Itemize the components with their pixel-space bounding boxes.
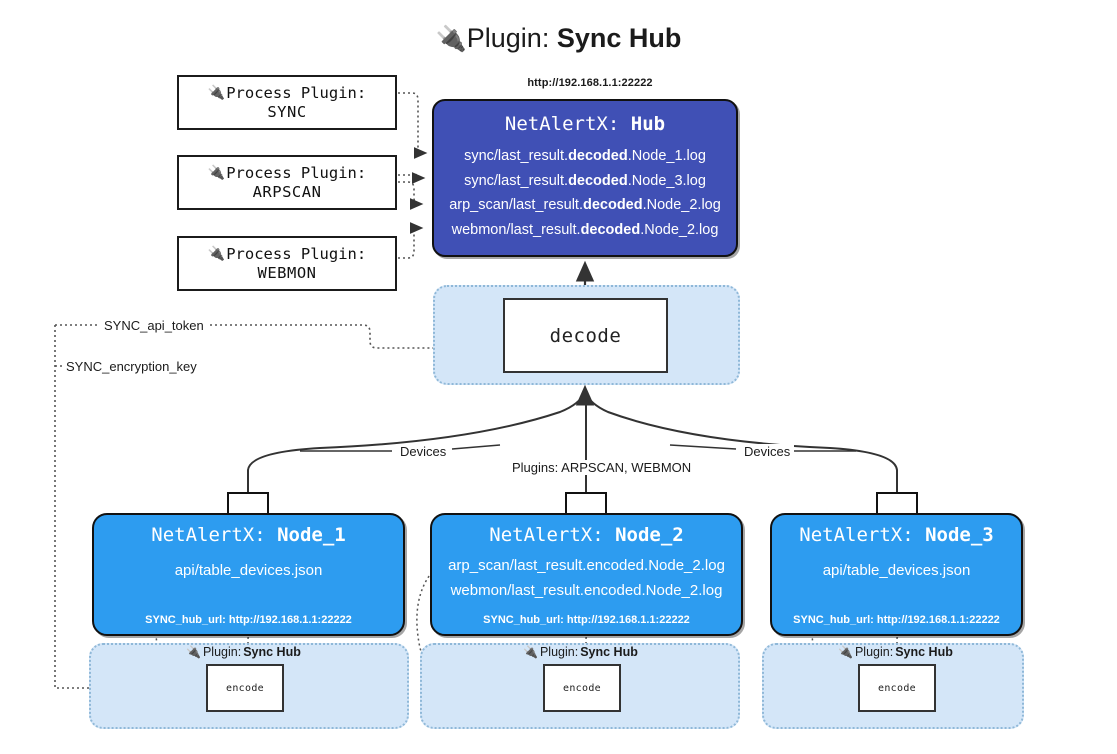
node-line: api/table_devices.json bbox=[174, 562, 323, 579]
node-hub-url: SYNC_hub_url: http://192.168.1.1:22222 bbox=[145, 614, 352, 626]
zone-label-2: 🔌Plugin: Sync Hub bbox=[523, 645, 638, 659]
plug-icon: 🔌 bbox=[207, 164, 226, 181]
log-prefix: sync/last_result. bbox=[464, 172, 569, 189]
plug-icon: 🔌 bbox=[435, 25, 467, 53]
hub-prefix: NetAlertX: bbox=[504, 113, 631, 135]
zone-label-strong: Sync Hub bbox=[580, 645, 638, 659]
node-prefix: NetAlertX: bbox=[151, 524, 278, 546]
process-plugin-name: SYNC bbox=[267, 102, 307, 121]
zone-label-lead: Plugin: bbox=[539, 645, 579, 659]
node-title: NetAlertX: Node_1 bbox=[94, 524, 403, 546]
zone-label-lead: Plugin: bbox=[854, 645, 894, 659]
log-highlight: decoded bbox=[582, 197, 643, 213]
hub-log-row: sync/last_result.decoded.Node_3.log bbox=[434, 169, 736, 194]
edge-label-plugins: Plugins: ARPSCAN, WEBMON bbox=[508, 460, 696, 475]
zone-label-strong: Sync Hub bbox=[895, 645, 953, 659]
hub-title: NetAlertX: Hub bbox=[434, 113, 736, 135]
node-line-list: arp_scan/last_result.encoded.Node_2.log … bbox=[432, 553, 741, 603]
node-name: Node_2 bbox=[615, 524, 684, 546]
plug-icon: 🔌 bbox=[838, 645, 853, 659]
log-suffix: .Node_2.log bbox=[640, 221, 719, 238]
node-hub-url: SYNC_hub_url: http://192.168.1.1:22222 bbox=[793, 614, 1000, 626]
process-plugin-label: Process Plugin: bbox=[226, 163, 367, 182]
hub-name: Hub bbox=[630, 113, 666, 135]
encode-box-1[interactable]: encode bbox=[206, 664, 284, 712]
node-name: Node_3 bbox=[925, 524, 994, 546]
zone-label-1: 🔌Plugin: Sync Hub bbox=[186, 645, 301, 659]
plug-icon: 🔌 bbox=[523, 645, 538, 659]
process-plugin-sync[interactable]: 🔌 Process Plugin: SYNC bbox=[177, 75, 397, 130]
log-prefix: arp_scan/last_result. bbox=[449, 197, 583, 213]
process-plugin-label: Process Plugin: bbox=[226, 83, 367, 102]
plug-icon: 🔌 bbox=[207, 245, 226, 262]
process-plugin-name: ARPSCAN bbox=[252, 182, 322, 201]
node-3[interactable]: NetAlertX: Node_3 api/table_devices.json… bbox=[770, 513, 1023, 636]
page-title: 🔌Plugin: Sync Hub bbox=[0, 16, 1117, 61]
hub-log-list: sync/last_result.decoded.Node_1.log sync… bbox=[434, 144, 736, 242]
log-highlight: decoded bbox=[580, 221, 641, 238]
log-highlight: decoded bbox=[568, 172, 628, 189]
hub-log-row: webmon/last_result.decoded.Node_2.log bbox=[434, 218, 736, 243]
hub-node[interactable]: NetAlertX: Hub sync/last_result.decoded.… bbox=[432, 99, 738, 257]
log-prefix: webmon/last_result. bbox=[451, 221, 581, 238]
log-suffix: .Node_2.log bbox=[642, 197, 721, 213]
hub-log-row: sync/last_result.decoded.Node_1.log bbox=[434, 144, 736, 169]
node-line: arp_scan/last_result.encoded.Node_2.log bbox=[448, 557, 725, 574]
process-plugin-webmon[interactable]: 🔌 Process Plugin: WEBMON bbox=[177, 236, 397, 291]
node-line: webmon/last_result.encoded.Node_2.log bbox=[450, 582, 723, 599]
zone-label-lead: Plugin: bbox=[202, 645, 242, 659]
edge-label-devices-right: Devices bbox=[740, 444, 795, 459]
edge-label-encryption-key: SYNC_encryption_key bbox=[62, 359, 201, 374]
edge-label-devices-left: Devices bbox=[396, 444, 451, 459]
log-suffix: .Node_3.log bbox=[627, 172, 706, 189]
encode-box-2[interactable]: encode bbox=[543, 664, 621, 712]
page-title-strong: Sync Hub bbox=[556, 23, 682, 53]
plug-icon: 🔌 bbox=[186, 645, 201, 659]
zone-label-3: 🔌Plugin: Sync Hub bbox=[838, 645, 953, 659]
decode-box[interactable]: decode bbox=[503, 298, 668, 373]
node-line-list: api/table_devices.json bbox=[94, 558, 403, 583]
log-suffix: .Node_1.log bbox=[627, 148, 706, 164]
log-highlight: decoded bbox=[568, 148, 628, 164]
node-2[interactable]: NetAlertX: Node_2 arp_scan/last_result.e… bbox=[430, 513, 743, 636]
plug-icon: 🔌 bbox=[207, 84, 226, 101]
page-title-lead: Plugin: bbox=[466, 23, 557, 53]
node-title: NetAlertX: Node_2 bbox=[432, 524, 741, 546]
encode-box-3[interactable]: encode bbox=[858, 664, 936, 712]
node-title: NetAlertX: Node_3 bbox=[772, 524, 1021, 546]
zone-label-strong: Sync Hub bbox=[243, 645, 301, 659]
node-hub-url: SYNC_hub_url: http://192.168.1.1:22222 bbox=[483, 614, 690, 626]
process-plugin-name: WEBMON bbox=[257, 263, 317, 282]
hub-log-row: arp_scan/last_result.decoded.Node_2.log bbox=[434, 193, 736, 218]
node-name: Node_1 bbox=[277, 524, 346, 546]
hub-url-label: http://192.168.1.1:22222 bbox=[527, 77, 653, 89]
log-prefix: sync/last_result. bbox=[464, 148, 569, 164]
process-plugin-label: Process Plugin: bbox=[226, 244, 367, 263]
node-1[interactable]: NetAlertX: Node_1 api/table_devices.json… bbox=[92, 513, 405, 636]
edge-label-api-token: SYNC_api_token bbox=[100, 318, 208, 333]
node-line-list: api/table_devices.json bbox=[772, 558, 1021, 583]
process-plugin-arpscan[interactable]: 🔌 Process Plugin: ARPSCAN bbox=[177, 155, 397, 210]
node-line: api/table_devices.json bbox=[822, 562, 971, 579]
node-prefix: NetAlertX: bbox=[799, 524, 926, 546]
node-prefix: NetAlertX: bbox=[489, 524, 616, 546]
